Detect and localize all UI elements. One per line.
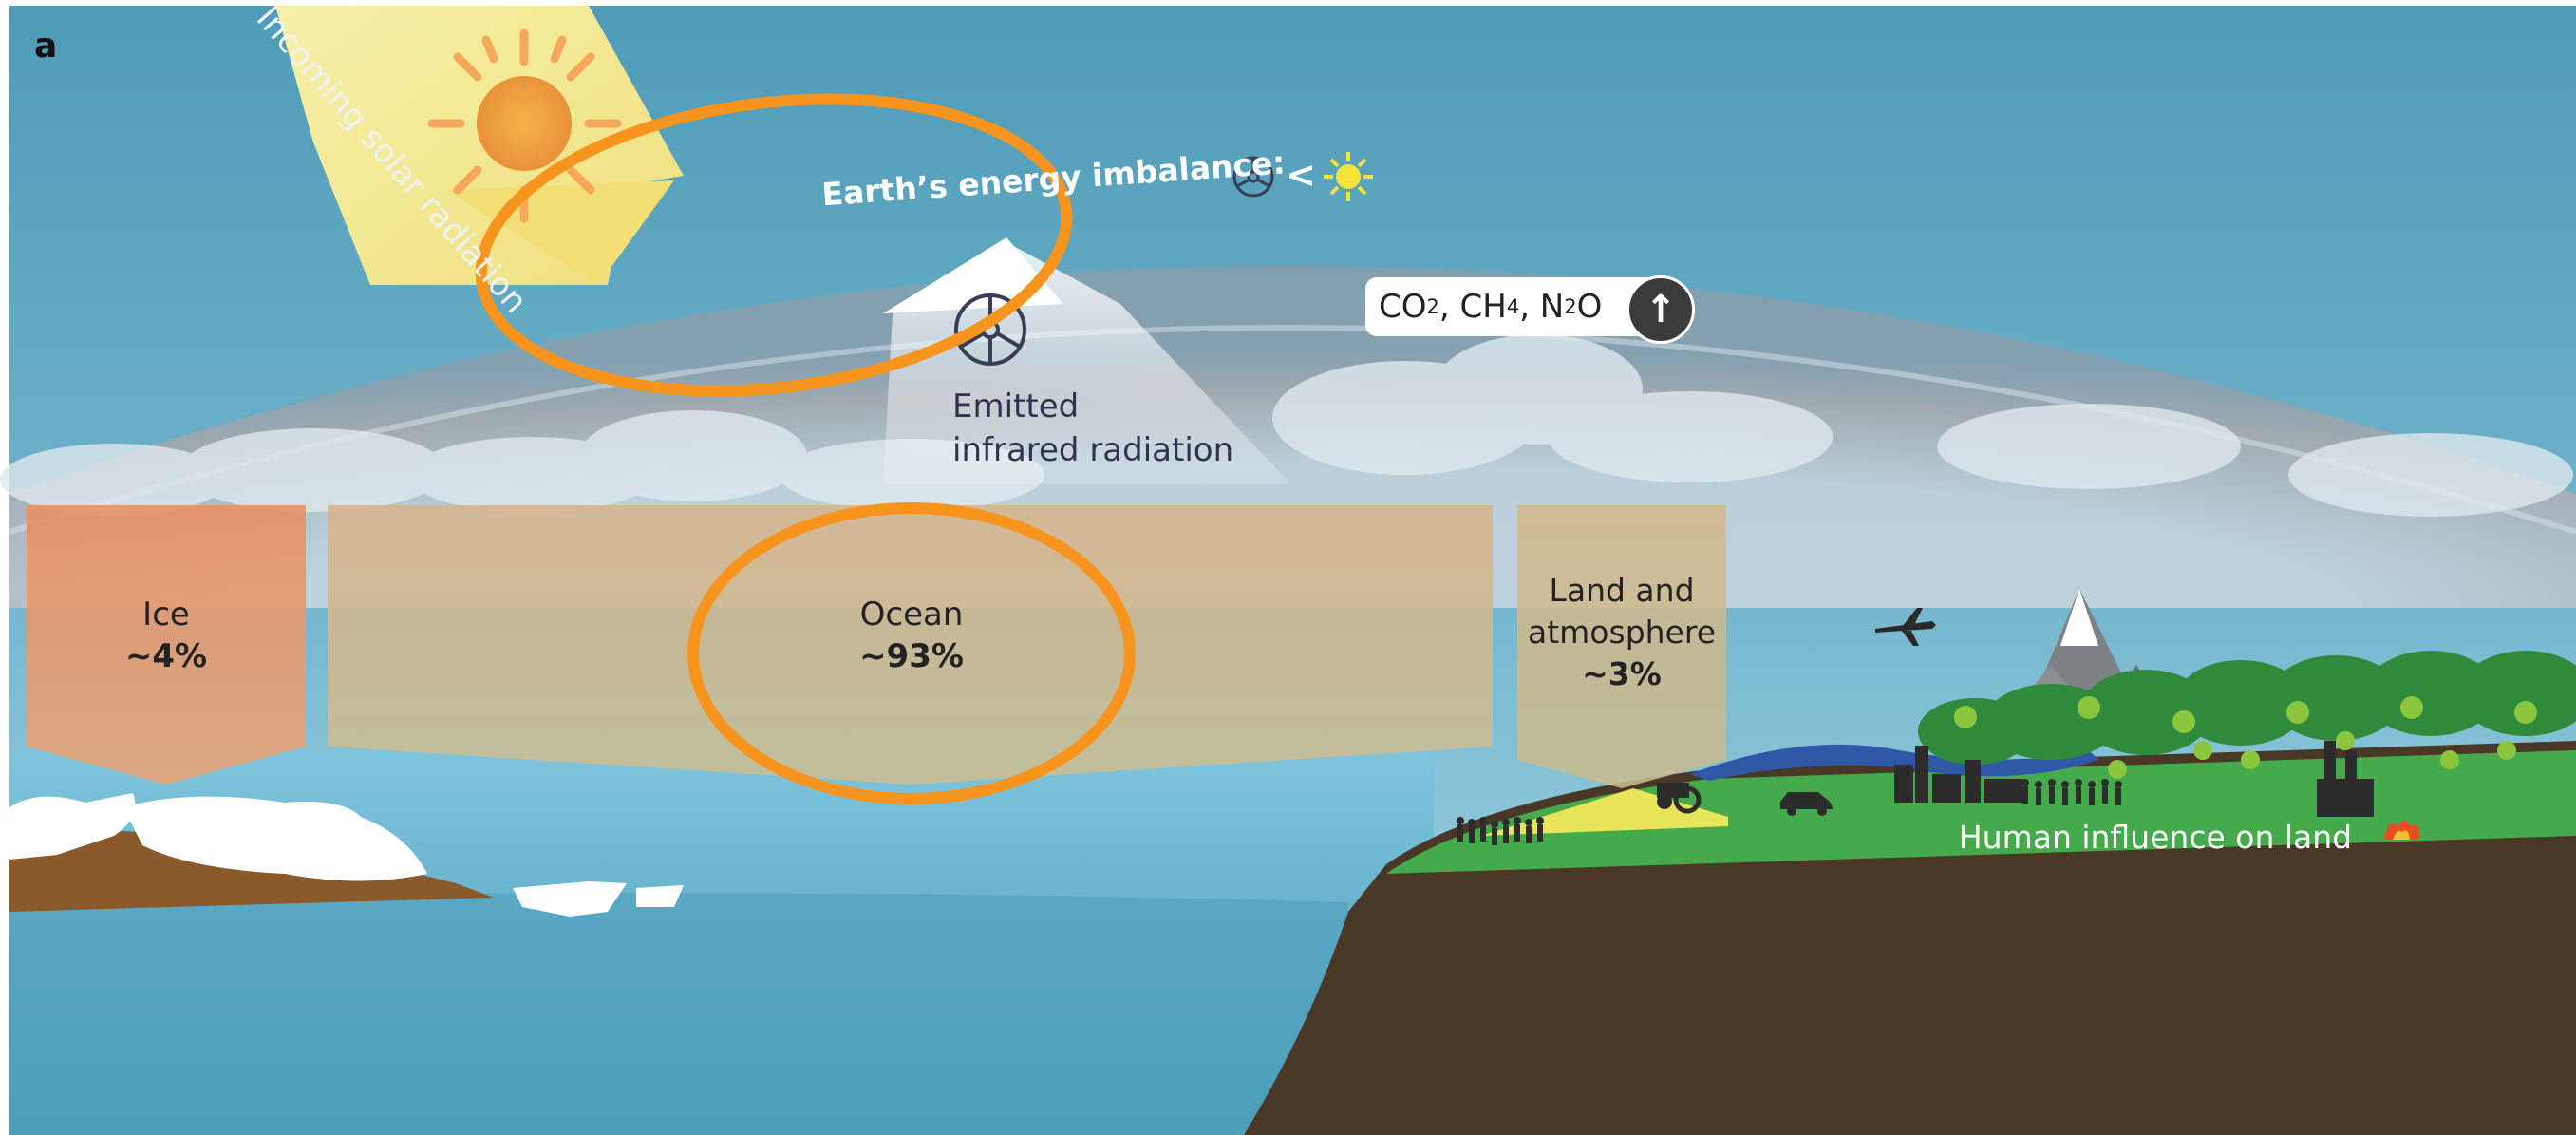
ocean-label-group: Ocean ~93% [722, 594, 1101, 677]
sun-icon [427, 28, 622, 223]
ghg-co2: CO [1379, 288, 1427, 326]
land-line1: Land and [1549, 572, 1695, 609]
ice-sheet [9, 793, 684, 917]
ice-label-group: Ice ~4% [27, 594, 306, 677]
emitted-line2: infrared radiation [952, 431, 1234, 469]
ghg-sep1: , CH [1438, 288, 1507, 326]
ghg-sep2: , N [1519, 288, 1565, 326]
grass [1386, 750, 2576, 874]
ocean-label: Ocean [859, 596, 964, 634]
ghg-n2o-sub: 2 [1564, 295, 1577, 318]
ocean-panel [328, 505, 1493, 785]
highlight-ring-ocean [687, 502, 1136, 804]
ice-panel [27, 505, 306, 785]
river [1690, 744, 2098, 781]
car-icon [1780, 792, 1833, 816]
factory-icon [2317, 741, 2374, 817]
ocean-value: ~93% [859, 637, 964, 675]
tractor-icon [1657, 783, 1702, 814]
ice-label: Ice [142, 596, 190, 634]
panel-letter: a [34, 27, 58, 66]
ghg-ch4-sub: 4 [1506, 295, 1520, 318]
emitted-line1: Emitted [952, 388, 1080, 426]
airplane-icon [1875, 608, 1936, 646]
ghg-co2-sub: 2 [1426, 295, 1439, 318]
highlight-ring-top [475, 93, 1073, 397]
land-atmosphere-label-group: Land and atmosphere ~3% [1517, 570, 1726, 695]
sun-small-icon [1324, 152, 1373, 201]
imbalance-less-than: < [1286, 154, 1316, 196]
ice-value: ~4% [124, 637, 208, 675]
ghg-n2o-tail: O [1576, 288, 1603, 326]
increase-arrow-icon: ↑ [1626, 275, 1695, 344]
fire-icon [2383, 821, 2420, 840]
land-atmosphere-panel [1517, 505, 1726, 788]
people-icon [1457, 779, 2122, 845]
town-icon [1894, 746, 2022, 803]
human-influence-label: Human influence on land [1958, 819, 2353, 856]
land-value: ~3% [1582, 655, 1662, 692]
land-line2: atmosphere [1528, 614, 1716, 651]
emitted-label: Emitted infrared radiation [952, 385, 1332, 472]
ir-small-icon [1232, 156, 1274, 198]
